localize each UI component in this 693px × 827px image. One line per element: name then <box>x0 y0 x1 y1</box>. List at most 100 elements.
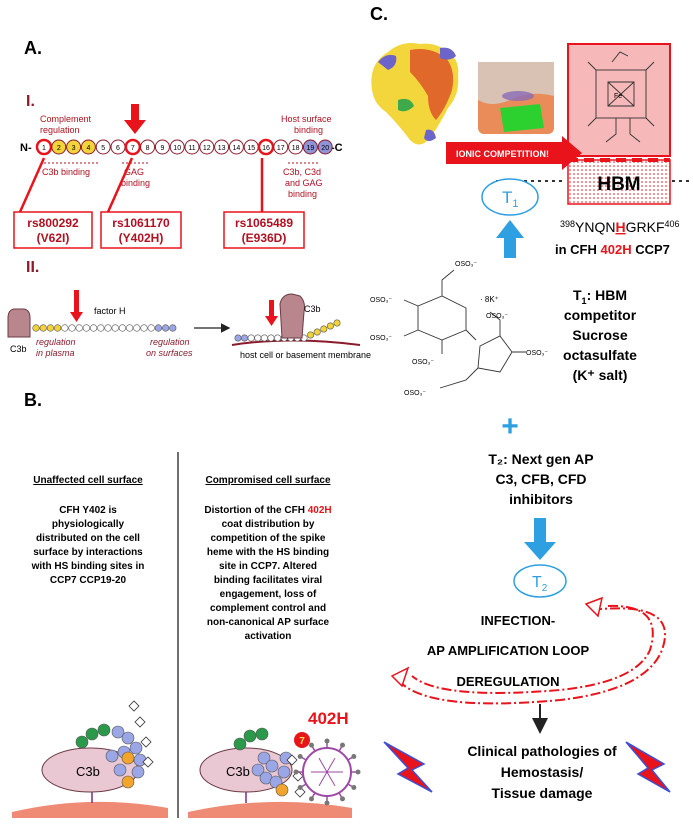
ccp-domain <box>199 139 215 155</box>
hs-chain-icon <box>286 754 298 766</box>
ccp-number: 5 <box>101 145 105 152</box>
reg-surfaces-l1: regulation <box>150 337 190 347</box>
ccp-number: 19 <box>307 145 315 152</box>
description-line: competition of the spike <box>210 533 325 544</box>
host-cell-label: host cell or basement membrane <box>240 350 371 360</box>
cfh-bead <box>97 723 111 737</box>
fh-bead <box>89 324 98 332</box>
ccp-number: 8 <box>146 145 150 152</box>
t1-arrow-head <box>496 220 524 238</box>
virus-spike-tip <box>340 796 345 802</box>
loop-line1: INFECTION- <box>481 613 555 628</box>
t2-arrow-shaft <box>534 518 546 544</box>
ccp-domain <box>66 139 82 155</box>
snp2-aa: (Y402H) <box>119 231 164 245</box>
label-402h: 402H <box>308 709 349 728</box>
cfh-bead <box>133 753 147 767</box>
cfh-bead <box>233 737 247 751</box>
host-surface-l2: binding <box>294 125 323 135</box>
fh-surface-bead <box>247 334 255 342</box>
ionic-arrow-head <box>562 136 582 170</box>
fh-surface-bead <box>320 325 328 333</box>
c3d-binding-l2: and GAG <box>285 178 323 188</box>
c3b-shape-bound <box>279 293 305 339</box>
factor-h-chain-surface <box>234 319 341 342</box>
cfh-bead <box>251 763 265 777</box>
snp3-aa: (E936D) <box>242 231 287 245</box>
fh-bead <box>147 324 155 332</box>
loop-arrow-left <box>390 666 410 688</box>
description-line: CCP7 CCP19-20 <box>50 575 127 586</box>
virus-spike-tip <box>297 785 303 790</box>
snp2-id: rs1061170 <box>112 216 170 230</box>
cfh-coat-left <box>75 700 154 789</box>
t2-oval <box>513 564 567 598</box>
so3-3: OSO₃⁻ <box>370 335 392 342</box>
ccp-domain <box>184 139 200 155</box>
panel-c-label: C. <box>370 4 388 24</box>
t1-line5: (K⁺ salt) <box>573 367 628 383</box>
snp1-box <box>13 211 93 249</box>
snp3-id: rs1065489 <box>235 216 293 230</box>
gag-binding-l1: GAG <box>124 167 144 177</box>
virus-spike-tip <box>324 738 330 744</box>
clinical-line3: Tissue damage <box>492 785 593 801</box>
ccp-domain <box>124 138 142 156</box>
ccp-number: 15 <box>247 145 255 152</box>
description-line: distributed on the cell <box>36 533 140 544</box>
ccp-number: 7 <box>131 145 135 152</box>
fh-surface-bead <box>313 328 321 336</box>
snp2-connector <box>106 157 134 213</box>
fh-arrow-shaft <box>74 290 79 314</box>
cfh-bead <box>113 763 127 777</box>
lightning-left-icon <box>383 741 433 793</box>
description-line: heme with the HS binding <box>207 547 329 558</box>
loop-arc-inner <box>411 604 654 694</box>
fh-surface-bead <box>254 334 262 342</box>
cfh-bead <box>131 765 145 779</box>
heme-structure-box <box>567 43 671 157</box>
c3b-shape-free <box>7 308 31 338</box>
t1-arrow-shaft <box>504 236 516 258</box>
fh-bead <box>68 324 76 332</box>
complement-regulation-l1: Complement <box>40 114 92 124</box>
ccp-domain <box>317 139 333 155</box>
ccp-number: 18 <box>292 145 300 152</box>
virus-spike-tip <box>297 754 303 759</box>
fh-surface-bead <box>267 334 275 342</box>
left-membrane <box>12 801 168 818</box>
c3b-left-label: C3b <box>76 764 100 779</box>
cfh-bead <box>265 759 279 773</box>
cfh-bead <box>111 725 125 739</box>
fh-bead <box>140 324 148 332</box>
ccp-domain <box>154 139 170 155</box>
hbm-sequence: 398YNQNHGRKF406 <box>560 219 680 235</box>
hbm-box <box>567 159 671 205</box>
fh-surface-bead <box>260 334 268 342</box>
ccp-domain <box>51 139 67 155</box>
description-line: CFH Y402 is <box>59 505 117 516</box>
cfh-bead <box>121 731 135 745</box>
compromised-line1: Distortion of the CFH 402H <box>204 505 331 516</box>
fh-bead <box>46 324 55 332</box>
fh-bead <box>111 324 119 332</box>
cfh-bead <box>129 741 143 755</box>
sucrose-octasulfate-structure <box>403 269 526 389</box>
virus-spike-tip <box>340 742 345 748</box>
fh-bead <box>32 324 40 332</box>
ccp-number: 2 <box>57 145 61 152</box>
ccp-number: 4 <box>86 145 90 152</box>
fh-arrow-head <box>70 312 83 322</box>
description-line: site in CCP7. Altered <box>219 561 317 572</box>
complement-regulation-l2: regulation <box>40 125 80 135</box>
heme-iron-label: Fe <box>614 93 622 100</box>
fh-surface-bead <box>333 319 341 327</box>
ccp7-arrow-head <box>124 120 146 134</box>
factor-h-label: factor H <box>94 306 126 316</box>
ccp-number: 9 <box>160 145 164 152</box>
ccp-number: 17 <box>277 145 285 152</box>
snp1-connector <box>18 157 46 213</box>
c3d-binding-l1: C3b, C3d <box>283 167 321 177</box>
